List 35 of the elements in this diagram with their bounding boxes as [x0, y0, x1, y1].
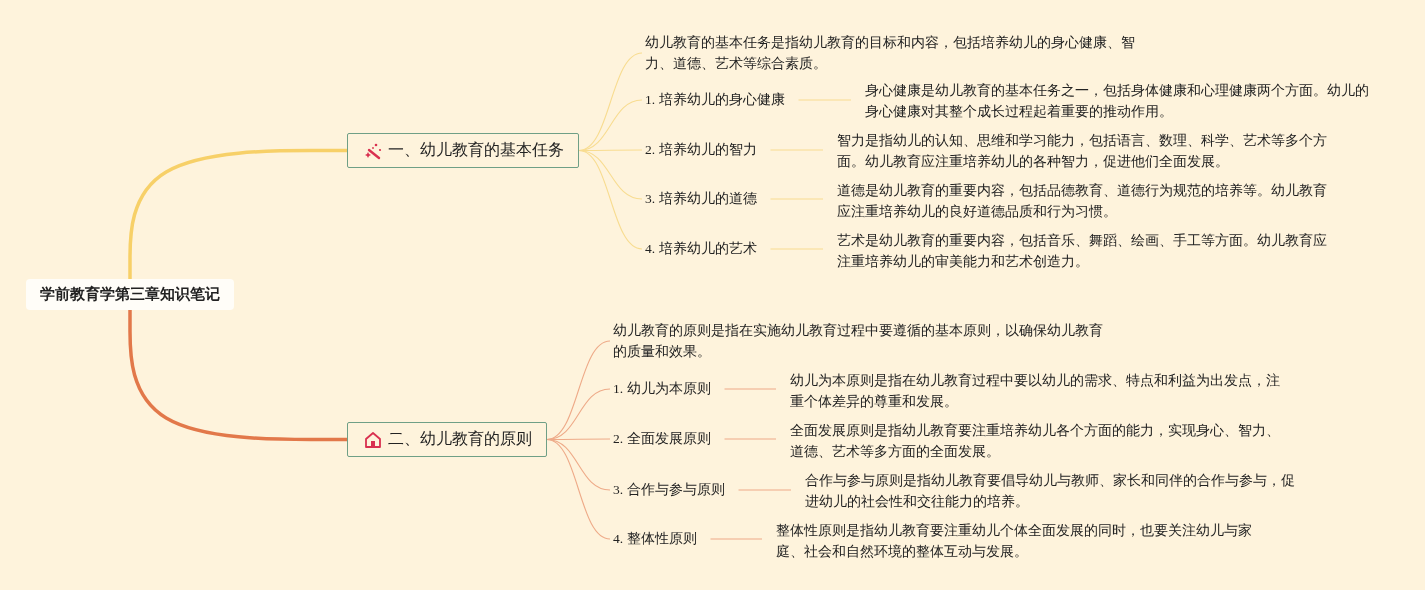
- note-text: 道德是幼儿教育的重要内容，包括品德教育、道德行为规范的培养等。幼儿教育应注重培养幼儿的良好道德品质和行为习惯。: [837, 180, 1337, 222]
- connector-line: [737, 489, 792, 491]
- connector-line: [128, 310, 347, 442]
- note-text: 幼儿为本原则是指在幼儿教育过程中要以幼儿的需求、特点和利益为出发点，注重个体差异的尊重和发展。: [790, 370, 1290, 412]
- branch-topic-label: 一、幼儿教育的基本任务: [388, 140, 564, 161]
- connector-line: [723, 388, 777, 390]
- branch-topic-box: [347, 133, 579, 168]
- connector-line: [546, 438, 611, 540]
- subtopic-label: 3. 合作与参与原则: [613, 481, 725, 499]
- connector-line: [769, 198, 824, 200]
- subtopic-label: 4. 整体性原则: [613, 530, 697, 548]
- connector-line: [769, 248, 824, 250]
- branch-topic-box: [347, 422, 547, 457]
- connector-line: [128, 148, 347, 279]
- note-text: 身心健康是幼儿教育的基本任务之一，包括身体健康和心理健康两个方面。幼儿的身心健康对其整个成长过程起着重要的推动作用。: [865, 80, 1370, 122]
- subtopic-label: 4. 培养幼儿的艺术: [645, 240, 757, 258]
- connector-line: [723, 438, 777, 440]
- connector-line: [797, 99, 852, 101]
- note-text: 幼儿教育的基本任务是指幼儿教育的目标和内容，包括培养幼儿的身心健康、智力、道德、艺术等综合素质。: [645, 32, 1145, 74]
- subtopic-label: 2. 全面发展原则: [613, 430, 711, 448]
- central-topic: 学前教育学第三章知识笔记: [26, 279, 234, 310]
- subtopic-label: 2. 培养幼儿的智力: [645, 141, 757, 159]
- note-text: 智力是指幼儿的认知、思维和学习能力，包括语言、数理、科学、艺术等多个方面。幼儿教育应注重培养幼儿的各种智力，促进他们全面发展。: [837, 130, 1337, 172]
- note-text: 合作与参与原则是指幼儿教育要倡导幼儿与教师、家长和同伴的合作与参与，促进幼儿的社会性和交往能力的培养。: [805, 470, 1305, 512]
- subtopic-label: 1. 培养幼儿的身心健康: [645, 91, 785, 109]
- note-text: 全面发展原则是指幼儿教育要注重培养幼儿各个方面的能力，实现身心、智力、道德、艺术等多方面的全面发展。: [790, 420, 1280, 462]
- branch-topic-label: 二、幼儿教育的原则: [388, 429, 532, 450]
- note-text: 整体性原则是指幼儿教育要注重幼儿个体全面发展的同时，也要关注幼儿与家庭、社会和自然环境的整体互动与发展。: [776, 520, 1266, 562]
- subtopic-label: 1. 幼儿为本原则: [613, 380, 711, 398]
- subtopic-label: 3. 培养幼儿的道德: [645, 190, 757, 208]
- connector-line: [578, 149, 643, 250]
- connector-line: [769, 149, 824, 151]
- note-text: 幼儿教育的原则是指在实施幼儿教育过程中要遵循的基本原则，以确保幼儿教育的质量和效果。: [613, 320, 1113, 362]
- connector-line: [709, 538, 763, 540]
- note-text: 艺术是幼儿教育的重要内容，包括音乐、舞蹈、绘画、手工等方面。幼儿教育应注重培养幼儿的审美能力和艺术创造力。: [837, 230, 1337, 272]
